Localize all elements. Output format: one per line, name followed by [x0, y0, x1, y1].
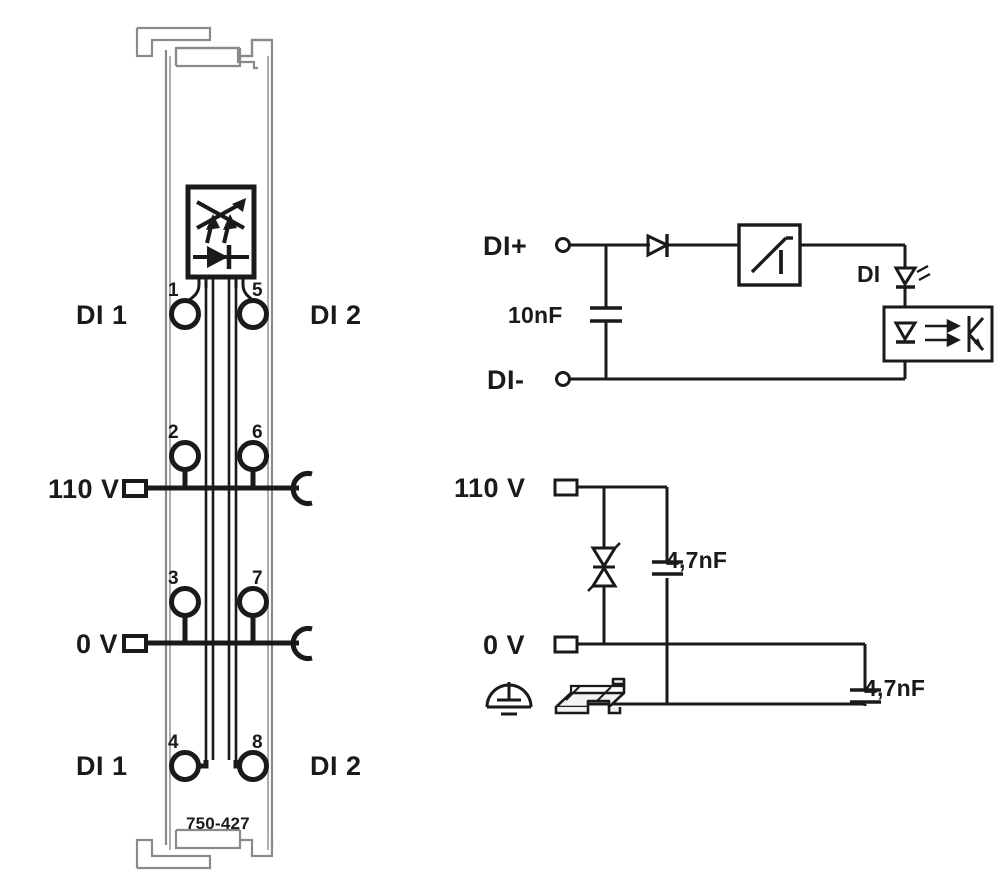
- protective-earth-icon: [485, 682, 533, 716]
- status-led-block: [185, 184, 257, 280]
- supply-label-0v: 0 V: [483, 630, 525, 660]
- channel-label-di1-bottom: DI 1: [76, 751, 128, 781]
- y-capacitor-lower-label: 4,7nF: [864, 675, 925, 701]
- supply-0v-terminal: [553, 635, 579, 654]
- rail-110v-c-connector: [290, 471, 313, 506]
- y-capacitor-upper-label: 4,7nF: [666, 547, 727, 573]
- terminal-number-4: 4: [168, 732, 179, 753]
- terminal-number-5: 5: [252, 280, 263, 301]
- supply-110v-terminal: [553, 478, 579, 497]
- terminal-row-upper-mid: [169, 440, 269, 488]
- channel-label-di2-bottom: DI 2: [310, 751, 362, 781]
- terminal-row-bottom: [169, 750, 269, 782]
- terminal-number-2: 2: [168, 422, 179, 443]
- internal-bus-lines: [204, 277, 238, 760]
- terminal-8-contact[interactable]: [237, 750, 269, 782]
- module-supply-label-0v: 0 V: [76, 629, 118, 659]
- y-capacitor-upper-icon: [652, 560, 683, 576]
- rail-0v-square-terminal: [122, 634, 148, 653]
- terminal-number-7: 7: [252, 568, 263, 589]
- supply-circuit-wires: [560, 485, 867, 706]
- terminal-5-contact[interactable]: [237, 298, 269, 330]
- diode-icon: [193, 245, 249, 269]
- di-minus-label: DI-: [487, 365, 525, 395]
- tvs-suppressor-diode-icon: [587, 542, 621, 592]
- supply-rail-0v-line: [122, 626, 313, 661]
- optocoupler-icon: [882, 305, 994, 363]
- input-circuit-wires: [570, 243, 907, 381]
- channel-label-di1-top: DI 1: [76, 300, 128, 330]
- din-rail-icon: [554, 677, 626, 715]
- di-plus-terminal[interactable]: [555, 237, 571, 253]
- series-diode-icon: [646, 233, 686, 258]
- di-led-label: DI: [857, 261, 880, 287]
- input-capacitor-label: 10nF: [508, 302, 562, 328]
- terminal-row-lower-mid: [169, 586, 269, 643]
- input-filter-capacitor-icon: [590, 306, 622, 323]
- di-minus-terminal[interactable]: [555, 371, 571, 387]
- terminal-number-6: 6: [252, 422, 263, 443]
- rail-110v-square-terminal: [122, 479, 148, 498]
- terminal-6-contact[interactable]: [237, 440, 269, 472]
- led-block-leads: [185, 277, 257, 305]
- terminal-number-3: 3: [168, 568, 179, 589]
- terminal-number-8: 8: [252, 732, 263, 753]
- module-housing-outline: [135, 26, 274, 870]
- terminal-row-top: [169, 298, 269, 330]
- channel-label-di2-top: DI 2: [310, 300, 362, 330]
- supply-rail-110v-line: [122, 471, 313, 506]
- module-supply-label-110v: 110 V: [48, 474, 120, 504]
- module-part-number: 750-427: [186, 814, 250, 833]
- supply-label-110v: 110 V: [454, 473, 526, 503]
- y-capacitor-lower-icon: [850, 688, 881, 704]
- terminal-3-contact[interactable]: [169, 586, 201, 618]
- terminal-1-contact[interactable]: [169, 298, 201, 330]
- rail-0v-c-connector: [290, 626, 313, 661]
- terminal-number-1: 1: [168, 280, 179, 301]
- schmitt-trigger-icon: [737, 223, 802, 287]
- terminal-2-contact[interactable]: [169, 440, 201, 472]
- terminal-7-contact[interactable]: [237, 586, 269, 618]
- di-status-led-icon: [893, 264, 931, 289]
- di-plus-label: DI+: [483, 231, 527, 261]
- led-arrow-heads: [206, 198, 246, 230]
- terminal-4-contact[interactable]: [169, 750, 201, 782]
